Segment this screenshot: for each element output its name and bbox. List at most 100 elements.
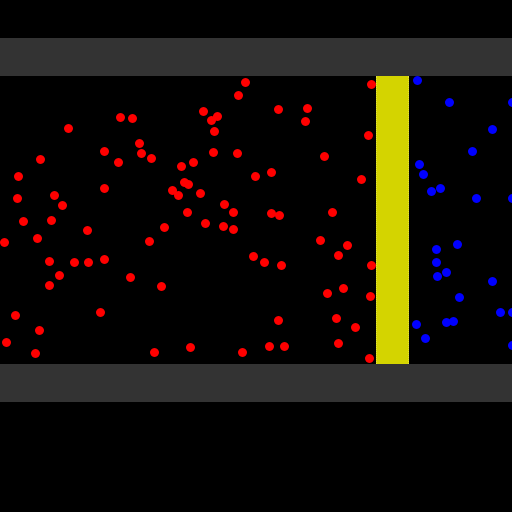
red-particle bbox=[113, 157, 123, 167]
red-particle bbox=[159, 222, 169, 232]
red-particle bbox=[32, 233, 42, 243]
red-particle bbox=[274, 210, 284, 220]
red-particle bbox=[209, 126, 219, 136]
partition-barrier bbox=[376, 76, 409, 364]
red-particle bbox=[276, 260, 286, 270]
red-particle bbox=[333, 250, 343, 260]
blue-particle bbox=[448, 316, 458, 326]
red-particle bbox=[259, 257, 269, 267]
red-particle bbox=[99, 254, 109, 264]
red-particle bbox=[176, 161, 186, 171]
red-particle bbox=[95, 307, 105, 317]
red-particle bbox=[18, 216, 28, 226]
red-particle bbox=[350, 322, 360, 332]
red-particle bbox=[82, 225, 92, 235]
blue-particle bbox=[495, 307, 505, 317]
red-particle bbox=[125, 272, 135, 282]
red-particle bbox=[364, 353, 374, 363]
red-particle bbox=[44, 280, 54, 290]
blue-particle bbox=[412, 76, 422, 85]
red-particle bbox=[195, 188, 205, 198]
blue-particle bbox=[454, 292, 464, 302]
red-particle bbox=[365, 291, 375, 301]
red-particle bbox=[237, 347, 247, 357]
red-particle bbox=[250, 171, 260, 181]
blue-particle bbox=[432, 271, 442, 281]
red-particle bbox=[127, 113, 137, 123]
red-particle bbox=[273, 315, 283, 325]
blue-particle bbox=[452, 239, 462, 249]
red-particle bbox=[248, 251, 258, 261]
bottom-wall bbox=[0, 364, 512, 402]
blue-particle bbox=[487, 276, 497, 286]
red-particle bbox=[173, 190, 183, 200]
red-particle bbox=[0, 237, 9, 247]
red-particle bbox=[185, 342, 195, 352]
red-particle bbox=[115, 112, 125, 122]
red-particle bbox=[356, 174, 366, 184]
blue-particle bbox=[420, 333, 430, 343]
blue-particle bbox=[467, 146, 477, 156]
red-particle bbox=[300, 116, 310, 126]
red-particle bbox=[167, 185, 177, 195]
red-particle bbox=[266, 167, 276, 177]
red-particle bbox=[228, 224, 238, 234]
red-particle bbox=[302, 103, 312, 113]
red-particle bbox=[34, 325, 44, 335]
blue-particle bbox=[507, 97, 512, 107]
red-particle bbox=[35, 154, 45, 164]
red-particle bbox=[322, 288, 332, 298]
blue-particle bbox=[426, 186, 436, 196]
blue-particle bbox=[441, 267, 451, 277]
red-particle bbox=[228, 207, 238, 217]
red-particle bbox=[333, 338, 343, 348]
red-particle bbox=[338, 283, 348, 293]
red-particle bbox=[342, 240, 352, 250]
blue-particle bbox=[444, 97, 454, 107]
red-particle bbox=[219, 199, 229, 209]
red-particle bbox=[331, 313, 341, 323]
red-particle bbox=[99, 146, 109, 156]
red-particle bbox=[240, 77, 250, 87]
red-particle bbox=[49, 190, 59, 200]
red-particle bbox=[149, 347, 159, 357]
blue-particle bbox=[431, 257, 441, 267]
red-particle bbox=[30, 348, 40, 358]
red-particle bbox=[10, 310, 20, 320]
red-particle bbox=[315, 235, 325, 245]
red-particle bbox=[188, 157, 198, 167]
blue-particle bbox=[411, 319, 421, 329]
red-particle bbox=[218, 221, 228, 231]
red-particle bbox=[46, 215, 56, 225]
red-particle bbox=[363, 130, 373, 140]
particle-field bbox=[0, 76, 512, 364]
red-particle bbox=[206, 115, 216, 125]
red-particle bbox=[273, 104, 283, 114]
red-particle bbox=[13, 171, 23, 181]
red-particle bbox=[136, 148, 146, 158]
red-particle bbox=[183, 179, 193, 189]
red-particle bbox=[69, 257, 79, 267]
top-wall bbox=[0, 38, 512, 76]
blue-particle bbox=[507, 193, 512, 203]
red-particle bbox=[319, 151, 329, 161]
blue-particle bbox=[507, 307, 512, 317]
red-particle bbox=[266, 208, 276, 218]
red-particle bbox=[279, 341, 289, 351]
red-particle bbox=[63, 123, 73, 133]
red-particle bbox=[54, 270, 64, 280]
red-particle bbox=[182, 207, 192, 217]
red-particle bbox=[200, 218, 210, 228]
blue-particle bbox=[431, 244, 441, 254]
red-particle bbox=[146, 153, 156, 163]
red-particle bbox=[44, 256, 54, 266]
blue-particle bbox=[441, 317, 451, 327]
red-particle bbox=[232, 148, 242, 158]
red-particle bbox=[327, 207, 337, 217]
red-particle bbox=[233, 90, 243, 100]
red-particle bbox=[208, 147, 218, 157]
red-particle bbox=[264, 341, 274, 351]
blue-particle bbox=[487, 124, 497, 134]
red-particle bbox=[366, 79, 376, 89]
